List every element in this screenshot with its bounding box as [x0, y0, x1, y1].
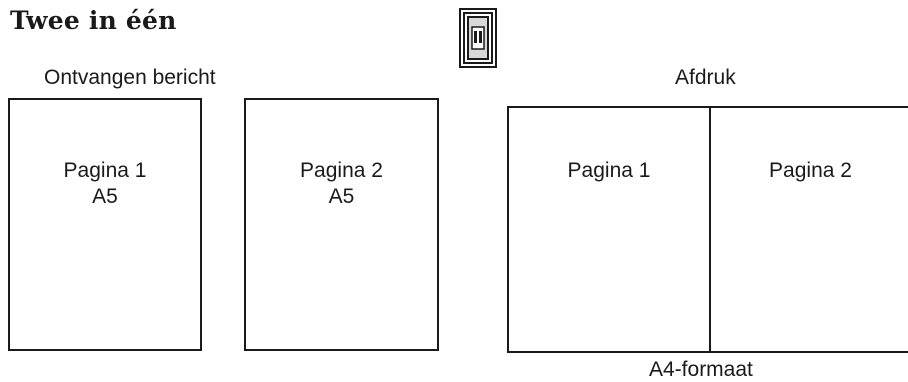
- received-page-2-size: A5: [328, 185, 355, 208]
- received-heading: Ontvangen bericht: [44, 66, 216, 89]
- received-page-2-text: Pagina 2 A5: [246, 158, 437, 210]
- printout-sheet: Pagina 1 Pagina 2: [507, 106, 908, 353]
- sheet-divider: [709, 108, 711, 351]
- printout-page-1-label: Pagina 1: [567, 159, 651, 182]
- page-title: Twee in één: [10, 6, 177, 35]
- paper-format-label: A4-formaat: [649, 358, 753, 381]
- received-page-1: Pagina 1 A5: [8, 98, 202, 351]
- received-page-1-text: Pagina 1 A5: [10, 158, 200, 210]
- received-page-2: Pagina 2 A5: [244, 98, 439, 351]
- received-page-1-size: A5: [92, 185, 118, 208]
- received-page-1-label: Pagina 1: [63, 159, 147, 182]
- printout-page-2-label: Pagina 2: [769, 159, 852, 182]
- two-in-one-mode-icon: [459, 8, 497, 68]
- received-page-2-label: Pagina 2: [300, 159, 383, 182]
- printout-heading: Afdruk: [675, 66, 736, 89]
